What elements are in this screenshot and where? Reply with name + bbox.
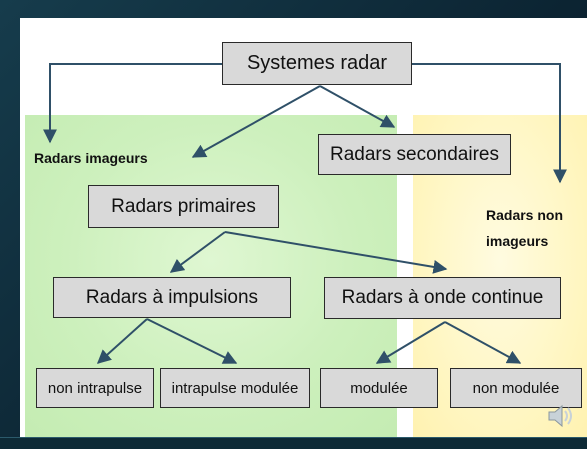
leaf-intrapulse-modulee: intrapulse modulée bbox=[160, 368, 310, 408]
connector-pulse-intra bbox=[146, 318, 238, 364]
connector-pulse-nonintra bbox=[96, 318, 148, 364]
connector-root-non-imaging bbox=[412, 63, 567, 184]
connector-continuous-nonmodulee bbox=[444, 321, 522, 364]
speaker-icon[interactable] bbox=[546, 402, 576, 430]
slide-canvas: Systemes radar Radars imageurs Radars no… bbox=[20, 18, 587, 438]
leaf-non-intrapulse: non intrapulse bbox=[36, 368, 154, 408]
connector-root-left-arrow bbox=[191, 85, 321, 158]
leaf-non-modulee: non modulée bbox=[450, 368, 582, 408]
connector-layer bbox=[43, 63, 567, 364]
leaf-modulee: modulée bbox=[320, 368, 438, 408]
connector-root-secondary bbox=[319, 85, 396, 128]
node-systemes-radar: Systemes radar bbox=[222, 42, 412, 85]
node-radars-primaires: Radars primaires bbox=[88, 185, 279, 228]
label-radars-imageurs: Radars imageurs bbox=[34, 150, 148, 166]
connector-continuous-modulee bbox=[375, 321, 446, 364]
node-radars-secondaires: Radars secondaires bbox=[318, 134, 511, 175]
connector-primary-pulse bbox=[169, 231, 226, 273]
connector-primary-continuous bbox=[224, 231, 448, 274]
label-radars-non-imageurs: Radars non imageurs bbox=[486, 207, 564, 249]
frame-bottom-bar bbox=[0, 437, 587, 449]
node-radars-a-impulsions: Radars à impulsions bbox=[53, 277, 291, 318]
node-radars-a-onde-continue: Radars à onde continue bbox=[324, 277, 561, 319]
connector-root-imaging bbox=[43, 63, 222, 144]
